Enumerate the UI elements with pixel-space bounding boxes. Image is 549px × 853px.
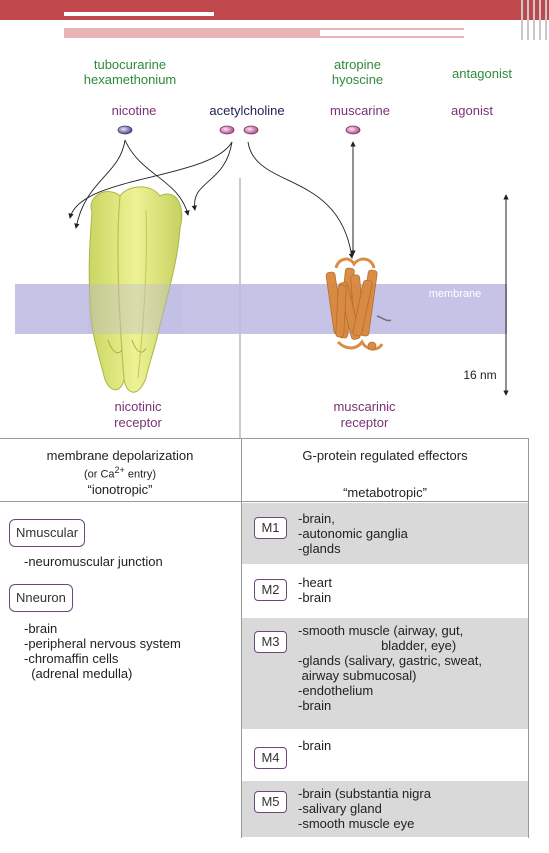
header-stripe-light [64, 28, 464, 38]
m4-details: -brain [298, 738, 332, 753]
receptor-subtype-table: membrane depolarization (or Ca2+ entry) … [0, 438, 529, 838]
nicotinic-header-line3: “ionotropic” [87, 481, 153, 497]
acetylcholine-molecule-1 [219, 125, 235, 135]
row-m4: M4 -brain [242, 732, 528, 779]
muscarinic-receptor-label: muscarinic receptor [333, 399, 396, 430]
acetylcholine-label: acetylcholine [209, 103, 285, 118]
muscarinic-header-line2: “metabotropic” [343, 485, 427, 500]
arrow-ach-left [68, 141, 233, 219]
muscarinic-header: G-protein regulated effectors “metabotro… [242, 448, 528, 501]
m2-details: -heart -brain [298, 575, 332, 605]
arrow-ach-muscarinic [247, 141, 355, 259]
nicotinic-antagonists-label: tubocurarine hexamethonium [83, 57, 177, 87]
nicotinic-receptor-shape [88, 186, 183, 393]
m1-details: -brain, -autonomic ganglia -glands [298, 511, 408, 556]
nneuron-details: -brain -peripheral nervous system -chrom… [24, 621, 181, 681]
muscarinic-header-line1: G-protein regulated effectors [302, 448, 468, 463]
table-lines [0, 438, 529, 838]
nicotinic-header: membrane depolarization (or Ca2+ entry) … [0, 448, 240, 498]
nicotinic-receptor-label: nicotinic receptor [114, 399, 162, 430]
header-bars [519, 0, 549, 40]
antagonist-label: antagonist [452, 66, 512, 81]
muscarine-label: muscarine [330, 103, 390, 118]
nicotinic-header-line2: (or Ca2+ entry) [83, 465, 156, 481]
m5-details: -brain (substantia nigra -salivary gland… [298, 786, 431, 831]
receptor-diagram [15, 125, 509, 438]
row-m3: M3 -smooth muscle (airway, gut, bladder,… [242, 618, 528, 729]
subtype-box-m4: M4 [254, 747, 287, 769]
arrow-nicotine-right [124, 139, 190, 216]
muscarinic-receptor-shape [325, 257, 392, 351]
subtype-box-nneuron: Nneuron [9, 584, 73, 612]
muscarine-molecule [345, 125, 361, 135]
header-stripe-white [320, 30, 520, 36]
row-m2: M2 -heart -brain [242, 567, 528, 613]
membrane-label: membrane [428, 288, 482, 300]
subtype-box-m1: M1 [254, 517, 287, 539]
muscarinic-antagonists-label: atropine hyoscine [331, 57, 384, 87]
subtype-box-m5: M5 [254, 791, 287, 813]
scale-label: 16 nm [463, 368, 497, 382]
nicotine-molecule [117, 125, 133, 135]
m3-details: -smooth muscle (airway, gut, bladder, ey… [298, 623, 482, 713]
arrow-ach-right [191, 141, 233, 211]
subtype-box-nmuscular: Nmuscular [9, 519, 86, 547]
acetylcholine-molecule-2 [243, 125, 259, 135]
row-m1: M1 -brain, -autonomic ganglia -glands [242, 503, 528, 564]
subtype-box-m3: M3 [254, 631, 287, 653]
agonist-label: agonist [451, 103, 493, 118]
header-stripe [64, 12, 214, 16]
nmuscular-details: -neuromuscular junction [24, 554, 163, 569]
subtype-box-m2: M2 [254, 579, 287, 601]
row-m5: M5 -brain (substantia nigra -salivary gl… [242, 781, 528, 837]
arrow-nicotine-left [74, 139, 126, 229]
nicotinic-header-line1: membrane depolarization [46, 448, 194, 463]
nicotine-label: nicotine [111, 103, 157, 118]
